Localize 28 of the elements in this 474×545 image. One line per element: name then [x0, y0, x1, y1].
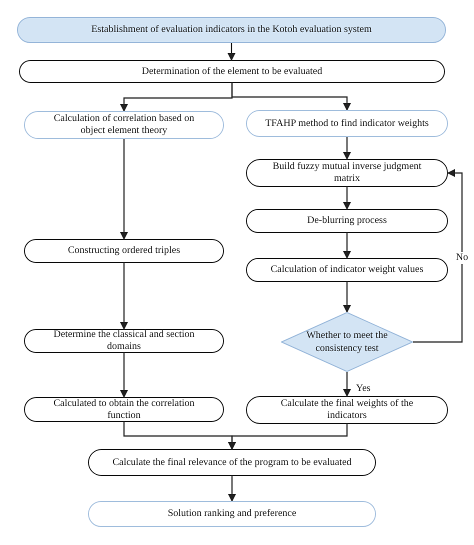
process-box: De-blurring process [246, 209, 448, 233]
process-box: Solution ranking and preference [88, 501, 376, 527]
arrow [120, 263, 128, 330]
process-box: Build fuzzy mutual inverse judgment matrix [246, 159, 448, 187]
arrow [228, 424, 348, 450]
process-box: Calculated to obtain the correlation function [24, 397, 224, 422]
arrow [413, 169, 463, 343]
arrow [228, 476, 236, 502]
edge-label: No [454, 252, 470, 264]
arrow [228, 43, 236, 61]
arrow [343, 233, 351, 259]
process-box: Calculation of correlation based on object element theory [24, 111, 224, 139]
arrow [343, 187, 351, 210]
process-box: Calculation of indicator weight values [246, 258, 448, 282]
arrow [343, 282, 351, 313]
process-box: TFAHP method to find indicator weights [246, 110, 448, 137]
process-box: Calculate the final relevance of the program to be evaluated [88, 449, 376, 476]
arrow [231, 83, 351, 111]
arrow [120, 139, 128, 240]
decision-text: Whether to meet the consistency test [305, 329, 389, 355]
arrow [343, 137, 351, 160]
arrow [120, 353, 128, 398]
process-box: Constructing ordered triples [24, 239, 224, 263]
process-box: Establishment of evaluation indicators in the Kotoh evaluation system [17, 17, 446, 43]
process-box: Calculate the final weights of the indicators [246, 396, 448, 424]
arrow [343, 372, 351, 397]
process-box: Determination of the element to be evaluated [19, 60, 445, 83]
process-box: Determine the classical and section domains [24, 329, 224, 353]
